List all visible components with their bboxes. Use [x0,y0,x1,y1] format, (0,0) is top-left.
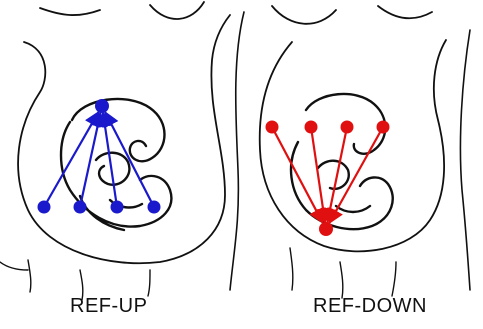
leg-lines-right [290,248,396,298]
panel-ref-down [260,6,470,298]
point-4 [148,201,161,214]
arrow-3 [103,113,117,207]
caption-ref-up: REF-UP [70,295,147,318]
point-1 [38,201,51,214]
hub-point [319,222,333,236]
arrow-2 [311,127,325,222]
panel-ref-up [0,2,244,300]
point-4 [377,121,390,134]
point-3 [341,121,354,134]
point-1 [266,121,279,134]
belly-outline-left [18,2,230,263]
leg-lines-left [0,260,150,300]
hub-point [95,99,109,113]
point-2 [305,121,318,134]
point-3 [111,201,124,214]
fetus-right [291,94,393,229]
point-2 [74,201,87,214]
caption-ref-down: REF-DOWN [313,295,427,318]
body-contour-right-of-right [460,30,470,290]
body-contour-right-of-left [230,12,244,290]
